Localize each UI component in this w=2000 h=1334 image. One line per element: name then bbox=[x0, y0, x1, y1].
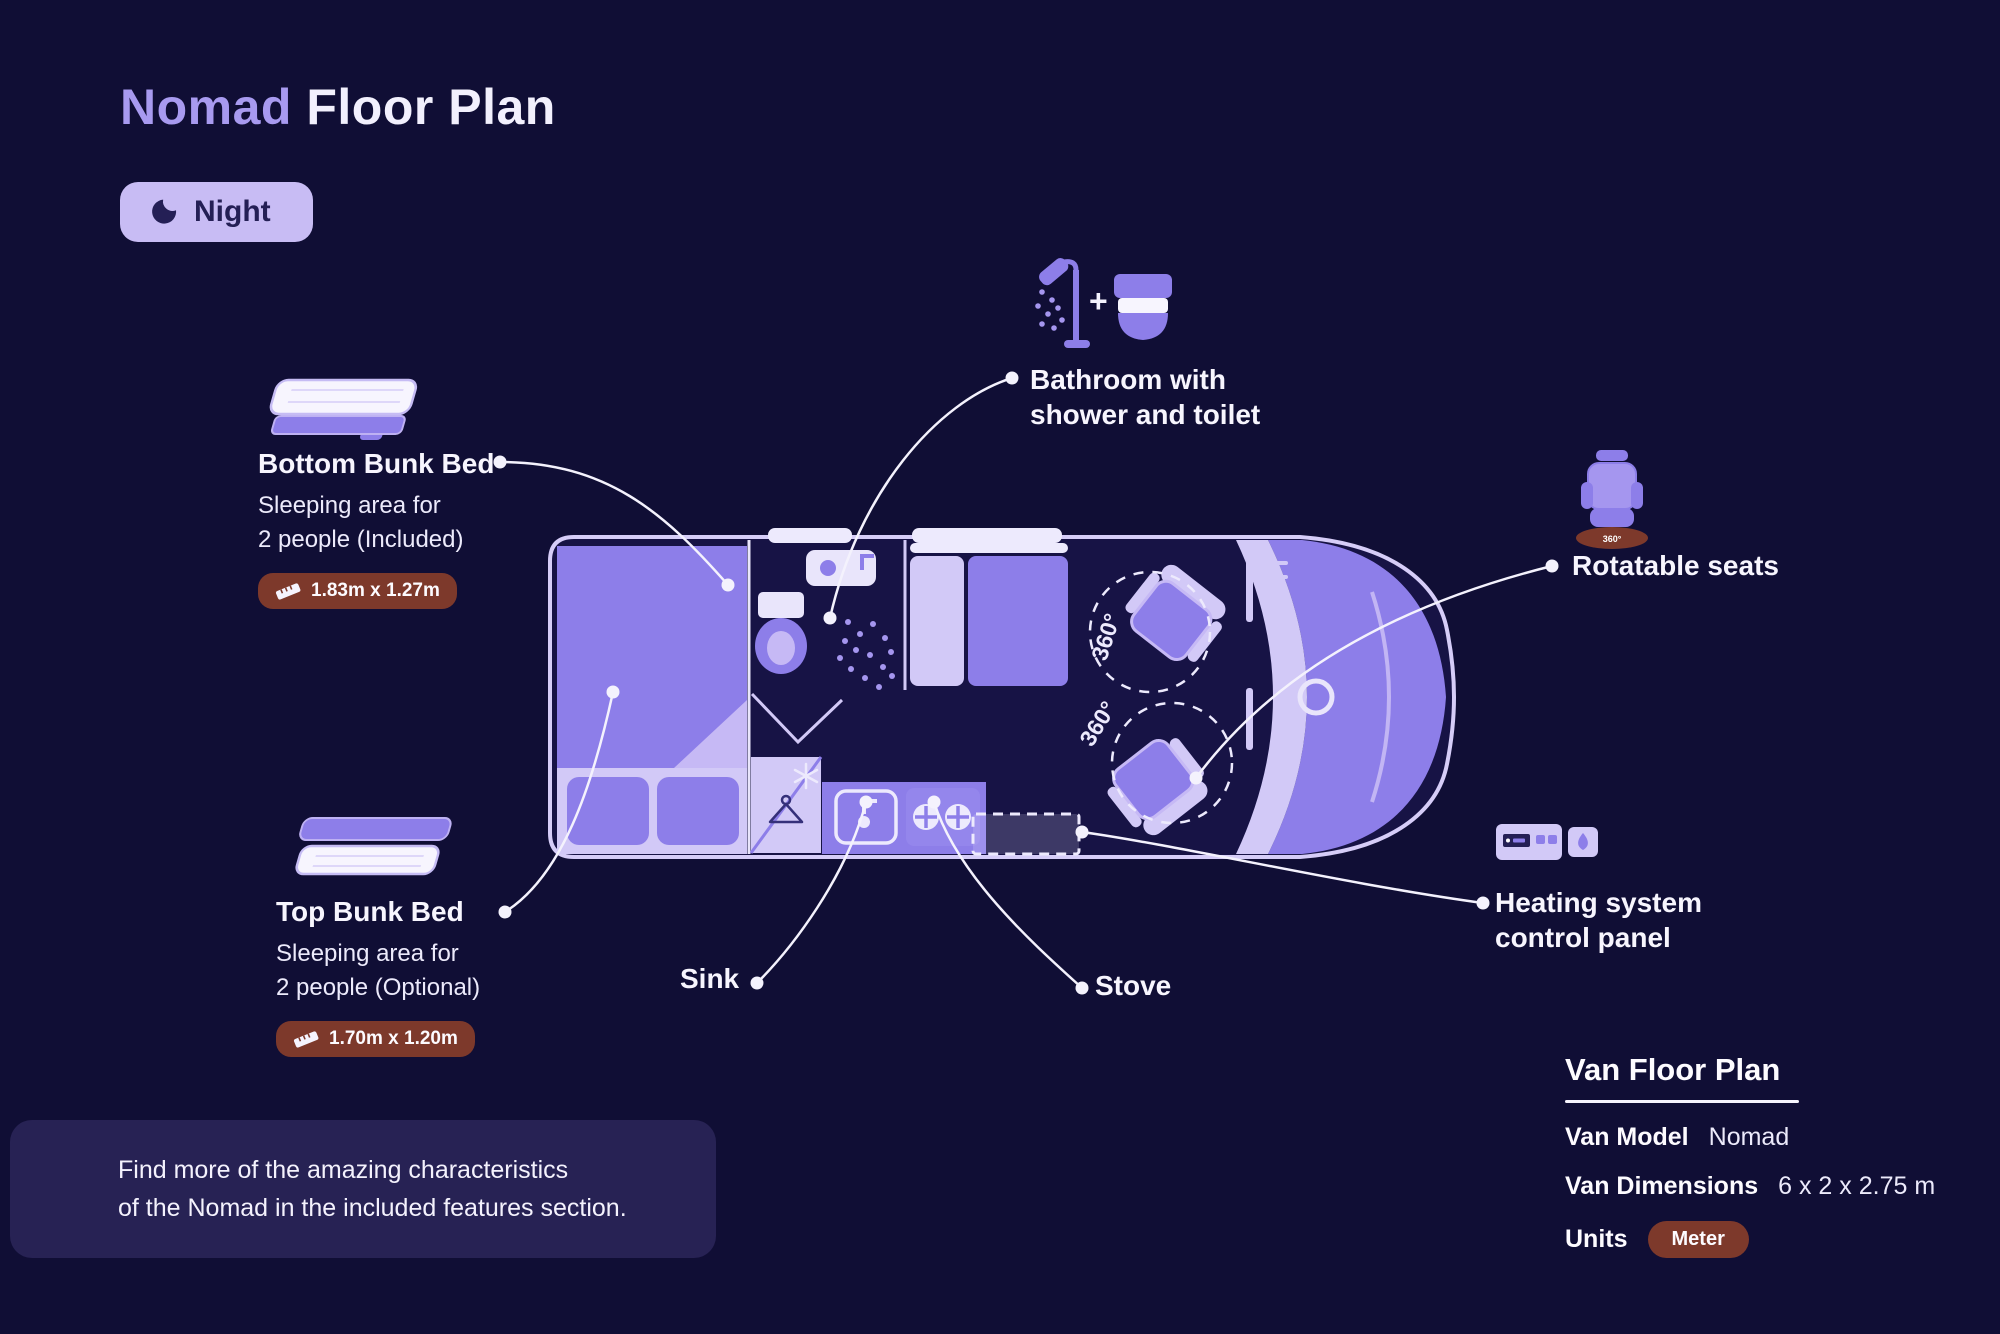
night-mode-label: Night bbox=[194, 195, 271, 228]
shower-spray-dots bbox=[837, 619, 895, 690]
kitchen-counter bbox=[822, 782, 986, 854]
top-bunk-title: Top Bunk Bed bbox=[276, 896, 464, 927]
note-line2: of the Nomad in the included features se… bbox=[118, 1194, 627, 1222]
bathroom-folding-door bbox=[750, 692, 844, 745]
spec-row-van-model: Van Model Nomad bbox=[1565, 1123, 1985, 1152]
heating-label-line2: control panel bbox=[1495, 922, 1671, 953]
bottom-bunk-desc-line2: 2 people (Included) bbox=[258, 526, 464, 553]
bathroom-label-line2: shower and toilet bbox=[1030, 399, 1261, 430]
heating-label-line1: Heating system bbox=[1495, 887, 1702, 918]
spec-heading-underline bbox=[1565, 1100, 1799, 1103]
bathroom-area bbox=[750, 540, 907, 745]
annotation-bathroom: Bathroom with shower and toilet bbox=[1030, 362, 1260, 432]
stove-burners bbox=[913, 804, 971, 830]
annotation-stove: Stove bbox=[1095, 970, 1171, 1002]
top-bunk-bed-icon bbox=[295, 817, 452, 876]
annotation-top-bunk: Top Bunk Bed Sleeping area for 2 people … bbox=[276, 896, 480, 1057]
bottom-bunk-title: Bottom Bunk Bed bbox=[258, 448, 495, 479]
washbasin bbox=[806, 550, 876, 586]
rotation-circle-top bbox=[1088, 570, 1212, 694]
vent-lines bbox=[1260, 561, 1288, 593]
annotation-rotatable-seats: Rotatable seats bbox=[1572, 550, 1779, 582]
annotation-sink: Sink bbox=[680, 963, 739, 995]
rotation-circle-bottom bbox=[1110, 701, 1234, 825]
stove-label: Stove bbox=[1095, 970, 1172, 1001]
van-floorplan: 360° 360° bbox=[548, 528, 1457, 859]
van-model-label: Van Model bbox=[1565, 1123, 1689, 1151]
bottom-bunk-dimensions-badge: 1.83m x 1.27m bbox=[258, 573, 457, 609]
page-title-accent: Nomad bbox=[120, 79, 292, 135]
features-note-panel: Find more of the amazing characteristics… bbox=[10, 1120, 716, 1258]
rotatable-seats-label: Rotatable seats bbox=[1572, 550, 1779, 581]
dashboard-curve bbox=[1370, 591, 1391, 803]
bottom-bunk-dimensions: 1.83m x 1.27m bbox=[311, 580, 440, 601]
spec-row-dimensions: Van Dimensions 6 x 2 x 2.75 m bbox=[1565, 1172, 1985, 1201]
toilet-icon bbox=[1114, 274, 1172, 340]
bench-sofa bbox=[910, 543, 1068, 686]
annotation-bottom-bunk: Bottom Bunk Bed Sleeping area for 2 peop… bbox=[258, 448, 494, 609]
spec-heading: Van Floor Plan bbox=[1565, 1052, 1781, 1087]
bottom-bunk-bed-icon bbox=[269, 378, 418, 440]
top-bunk-dimensions: 1.70m x 1.20m bbox=[329, 1028, 458, 1049]
night-mode-toggle[interactable]: Night bbox=[120, 182, 313, 242]
plus-sign: + bbox=[1089, 283, 1108, 319]
sink-basin bbox=[834, 789, 898, 845]
stove-panel bbox=[906, 788, 980, 846]
units-value-badge[interactable]: Meter bbox=[1647, 1221, 1749, 1258]
rotatable-seat-bottom bbox=[1107, 738, 1208, 836]
ruler-icon bbox=[275, 583, 301, 600]
leader-dots bbox=[493, 371, 1559, 995]
dimensions-label: Van Dimensions bbox=[1565, 1172, 1759, 1200]
top-bunk-dimensions-badge: 1.70m x 1.20m bbox=[276, 1021, 475, 1057]
leader-lines bbox=[499, 376, 1553, 989]
bottom-bunk-desc-line1: Sleeping area for bbox=[258, 492, 441, 519]
fridge-snowflake-icon bbox=[793, 762, 819, 790]
heating-panel-location bbox=[971, 812, 1081, 856]
wardrobe bbox=[749, 756, 823, 854]
heating-panel-icon bbox=[1496, 824, 1598, 860]
page-title: Nomad Floor Plan bbox=[120, 78, 556, 136]
annotation-heating: Heating system control panel bbox=[1495, 885, 1702, 955]
toilet-tank bbox=[758, 592, 804, 618]
van-spec-panel: Van Floor Plan Van Model Nomad Van Dimen… bbox=[1565, 1052, 1985, 1258]
dimensions-value: 6 x 2 x 2.75 m bbox=[1778, 1172, 1936, 1200]
top-bunk-desc-line2: 2 people (Optional) bbox=[276, 974, 481, 1001]
moon-icon bbox=[152, 199, 177, 224]
units-label: Units bbox=[1565, 1225, 1628, 1253]
droplet-icon bbox=[1578, 833, 1588, 850]
seat-icon-badge: 360° bbox=[1603, 534, 1622, 544]
van-model-value: Nomad bbox=[1708, 1123, 1790, 1151]
sink-label: Sink bbox=[680, 963, 740, 994]
roof-window bbox=[768, 528, 852, 543]
roof-window bbox=[912, 528, 1062, 543]
page-title-rest: Floor Plan bbox=[291, 79, 556, 135]
rotatable-seat-icon: 360° bbox=[1576, 450, 1648, 549]
ruler-icon bbox=[293, 1031, 319, 1048]
note-line1: Find more of the amazing characteristics bbox=[118, 1156, 569, 1184]
spec-row-units: Units Meter bbox=[1565, 1221, 1985, 1258]
rear-bed bbox=[557, 546, 747, 854]
windshield bbox=[1236, 540, 1307, 854]
bathroom-label-line1: Bathroom with bbox=[1030, 364, 1226, 395]
steering-wheel-icon bbox=[1297, 678, 1335, 716]
shower-icon bbox=[1035, 258, 1090, 348]
door-pillar bbox=[1246, 560, 1253, 622]
top-bunk-desc-line1: Sleeping area for bbox=[276, 940, 459, 967]
